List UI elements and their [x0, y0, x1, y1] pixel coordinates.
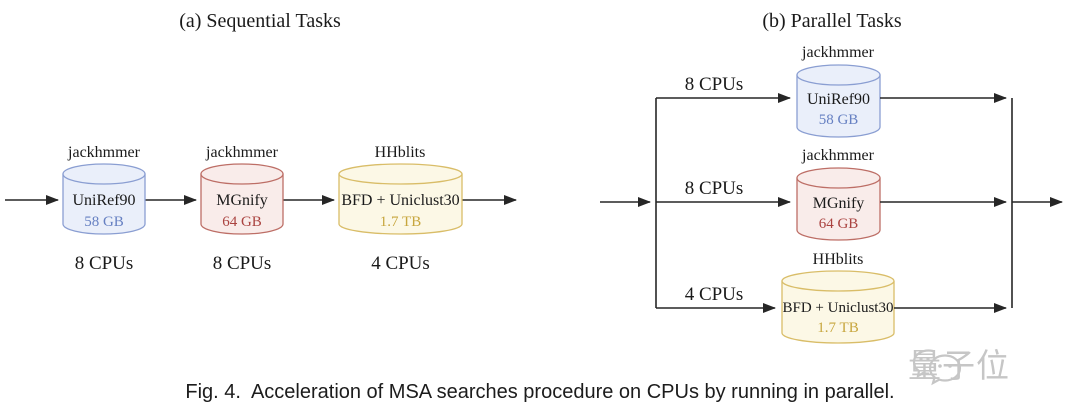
cylinder-top-icon — [338, 163, 463, 185]
tool-label: jackhmmer — [205, 144, 279, 161]
tool-label: HHblits — [375, 144, 426, 161]
db-name: BFD + Uniclust30 — [783, 300, 894, 316]
figure-caption: Fig. 4. Acceleration of MSA searches pro… — [185, 381, 895, 403]
db-size: 64 GB — [222, 214, 262, 230]
db-name: MGnify — [813, 195, 865, 212]
node-bfd-uniclust30-a: HHblits BFD + Uniclust30 1.7 TB 4 CPUs — [338, 144, 463, 274]
branch-cpus-label: 4 CPUs — [685, 284, 744, 305]
tool-label: HHblits — [813, 251, 864, 268]
database-cylinder-icon — [62, 174, 146, 235]
db-size: 58 GB — [819, 112, 859, 128]
panel-a-title: (a) Sequential Tasks — [179, 10, 341, 32]
tool-label: jackhmmer — [67, 144, 141, 161]
database-cylinder-icon — [796, 178, 881, 241]
cpus-label: 8 CPUs — [213, 253, 272, 274]
db-name: MGnify — [216, 192, 268, 209]
branch-cpus-label: 8 CPUs — [685, 74, 744, 95]
watermark-text: 量子位 — [908, 346, 1010, 385]
cpus-label: 8 CPUs — [75, 253, 134, 274]
db-size: 58 GB — [84, 214, 124, 230]
node-bfd-uniclust30-b: HHblits BFD + Uniclust30 1.7 TB — [781, 251, 895, 344]
node-uniref90-a: jackhmmer UniRef90 58 GB 8 CPUs — [62, 144, 146, 274]
node-uniref90-b: jackhmmer UniRef90 58 GB — [796, 44, 881, 138]
db-size: 1.7 TB — [380, 214, 421, 230]
wechat-chat-bubbles-icon — [912, 349, 962, 386]
cylinder-top-icon — [200, 163, 284, 185]
db-name: BFD + Uniclust30 — [341, 192, 459, 209]
node-mgnify-a: jackhmmer MGnify 64 GB 8 CPUs — [200, 144, 284, 274]
qbitai-watermark: 量子位 — [908, 346, 1010, 386]
database-cylinder-icon — [781, 281, 895, 344]
cylinder-top-icon — [781, 270, 895, 292]
db-size: 1.7 TB — [817, 320, 858, 336]
database-cylinder-icon — [200, 174, 284, 235]
db-name: UniRef90 — [807, 91, 870, 108]
tool-label: jackhmmer — [801, 147, 875, 164]
cylinder-top-icon — [796, 167, 881, 189]
db-name: UniRef90 — [72, 192, 135, 209]
cpus-label: 4 CPUs — [371, 253, 430, 274]
database-cylinder-icon — [338, 174, 463, 235]
cylinder-top-icon — [62, 163, 146, 185]
cylinder-top-icon — [796, 64, 881, 86]
db-size: 64 GB — [819, 216, 859, 232]
node-mgnify-b: jackhmmer MGnify 64 GB — [796, 147, 881, 241]
tool-label: jackhmmer — [801, 44, 875, 61]
branch-cpus-label: 8 CPUs — [685, 178, 744, 199]
database-cylinder-icon — [796, 75, 881, 138]
panel-b-title: (b) Parallel Tasks — [762, 10, 902, 32]
